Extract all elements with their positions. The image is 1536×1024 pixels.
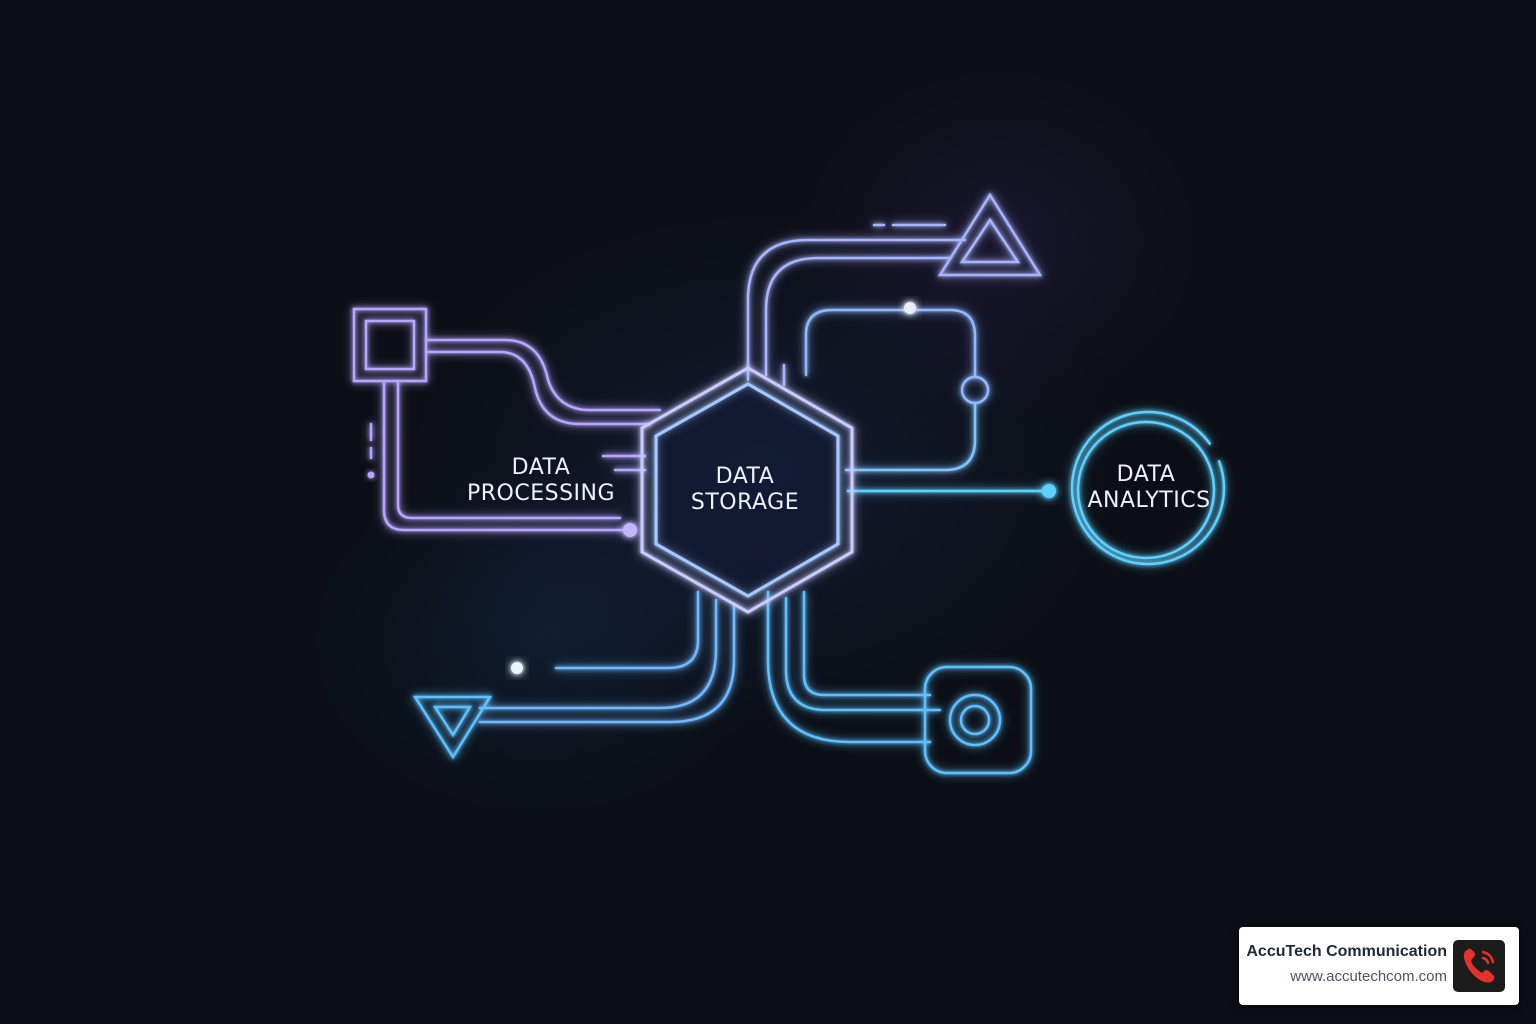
ring-node-inner <box>959 704 991 736</box>
bottom-triangle-node-inner <box>432 705 473 738</box>
storage-hexagon <box>640 366 854 614</box>
brand-url[interactable]: www.accutechcom.com <box>1290 968 1447 985</box>
loop-ring-node <box>960 375 990 405</box>
node-dot-processing <box>623 523 637 537</box>
top-connector-group <box>746 192 1043 387</box>
phone-icon <box>1463 948 1495 983</box>
connector-storage-to-triangle-inner <box>764 256 952 377</box>
triangle-node-outer <box>937 192 1043 277</box>
connector-storage-to-bottom-triangle-b <box>478 598 718 710</box>
bottom-connector-group <box>412 590 1033 775</box>
connector-storage-to-triangle-outer <box>746 238 967 382</box>
connector-loop-return <box>844 402 977 472</box>
node-dot-processing-left <box>367 471 375 479</box>
connector-loop <box>804 308 977 378</box>
connector-square-to-storage-b <box>424 350 652 426</box>
storage-hexagon-outer <box>640 366 854 614</box>
ring-node-outer <box>948 693 1002 747</box>
label-storage-line2: STORAGE <box>691 490 799 515</box>
connector-storage-to-ring-c <box>802 590 932 697</box>
node-dot-top <box>904 302 916 314</box>
right-connector-group <box>804 308 1226 566</box>
bottom-triangle-node-outer <box>412 695 493 760</box>
node-dot-analytics <box>1042 484 1056 498</box>
connector-storage-to-ring-b <box>784 596 942 712</box>
connector-storage-to-ring-a <box>766 590 932 744</box>
triangle-node-inner <box>959 217 1021 264</box>
analytics-ring-outer <box>1070 410 1226 566</box>
brand-card[interactable]: AccuTech Communication www.accutechcom.c… <box>1239 927 1519 1005</box>
square-node-outer <box>352 307 428 383</box>
connector-storage-to-bottom-triangle-c <box>478 603 736 724</box>
label-processing-line2: PROCESSING <box>467 481 615 506</box>
label-analytics-line2: ANALYTICS <box>1087 488 1210 513</box>
connector-square-down-inner <box>396 379 622 520</box>
brand-logo <box>1453 940 1505 992</box>
label-analytics-line1: DATA <box>1117 462 1176 487</box>
square-connector-group <box>352 307 662 532</box>
brand-name: AccuTech Communication <box>1246 943 1447 960</box>
ring-box-node <box>923 665 1033 775</box>
square-node-inner <box>364 319 416 371</box>
node-dot-bottom-left <box>511 662 523 674</box>
label-processing-line1: DATA <box>512 455 571 480</box>
analytics-ring-inner <box>1076 420 1216 560</box>
connector-square-down <box>382 379 632 532</box>
storage-hexagon-fill <box>658 386 836 594</box>
storage-hexagon-inner <box>654 382 840 598</box>
label-storage-line1: DATA <box>716 464 775 489</box>
connector-square-to-storage-a <box>424 338 662 412</box>
connector-storage-to-bottom-triangle-a <box>554 590 700 670</box>
